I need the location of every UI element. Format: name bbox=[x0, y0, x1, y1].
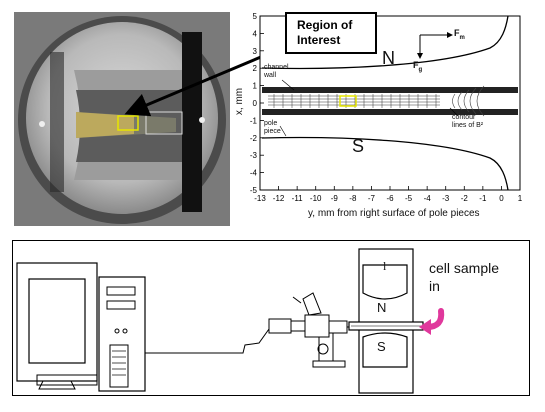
callout-line2: Interest bbox=[297, 33, 341, 47]
x-tick-label: -9 bbox=[331, 194, 339, 203]
pole-piece-top bbox=[261, 15, 509, 70]
x-tick-label: -12 bbox=[273, 194, 285, 203]
channel-wall-label: channel wall bbox=[264, 64, 289, 79]
x-tick-label: -6 bbox=[386, 194, 394, 203]
force-g-label: Fg bbox=[413, 60, 423, 73]
x-tick-label: -8 bbox=[349, 194, 357, 203]
microscope-photo bbox=[14, 12, 230, 226]
magnet-S-label: S bbox=[377, 339, 386, 354]
contour-label: contour lines of B² bbox=[452, 114, 484, 129]
y-tick-label: -2 bbox=[250, 134, 258, 143]
channel-wall-bottom bbox=[262, 109, 518, 115]
y-axis-label: x, mm bbox=[234, 87, 246, 116]
x-tick-label: -3 bbox=[442, 194, 450, 203]
magnet-top-label: l bbox=[383, 259, 387, 273]
callout-line1: Region of bbox=[297, 18, 353, 32]
region-of-interest-callout: Region of Interest bbox=[285, 12, 377, 54]
pole-N-label: N bbox=[382, 48, 395, 68]
x-tick-label: -5 bbox=[405, 194, 413, 203]
roi-box bbox=[339, 95, 357, 107]
x-tick-label: -13 bbox=[254, 194, 266, 203]
channel-crosslines bbox=[273, 94, 437, 108]
microscope bbox=[268, 292, 359, 368]
y-tick-label: 2 bbox=[253, 64, 258, 73]
x-tick-label: -1 bbox=[479, 194, 487, 203]
y-tick-label: -3 bbox=[250, 151, 258, 160]
cell-sample-label: cell sample in bbox=[429, 260, 500, 294]
x-tick-label: -11 bbox=[292, 194, 304, 203]
magnet-housing bbox=[348, 248, 424, 394]
contour-lines bbox=[452, 85, 485, 117]
computer-monitor bbox=[16, 262, 98, 390]
x-tick-label: -10 bbox=[310, 194, 322, 203]
x-tick-label: 1 bbox=[518, 194, 523, 203]
force-m-label: Fm bbox=[454, 28, 465, 41]
y-tick-label: 5 bbox=[253, 12, 258, 21]
x-tick-label: 0 bbox=[499, 194, 504, 203]
pole-piece-bottom bbox=[261, 136, 509, 191]
y-tick-label: -1 bbox=[250, 116, 258, 125]
y-tick-label: 3 bbox=[253, 47, 258, 56]
y-tick-label: -5 bbox=[250, 186, 258, 195]
computer-tower bbox=[36, 276, 146, 392]
x-tick-label: -7 bbox=[368, 194, 376, 203]
pole-piece-label: pole piece bbox=[264, 120, 281, 135]
y-tick-label: 0 bbox=[253, 99, 258, 108]
setup-diagram: l N S cell sample in bbox=[12, 240, 530, 396]
channel-wall-top bbox=[262, 87, 518, 93]
setup-illustration bbox=[16, 248, 445, 394]
pole-S-label: S bbox=[352, 136, 365, 156]
photo-illustration bbox=[14, 12, 230, 226]
y-tick-label: 1 bbox=[253, 82, 258, 91]
x-tick-label: -2 bbox=[461, 194, 469, 203]
y-tick-label: -4 bbox=[250, 169, 258, 178]
magnet-N-label: N bbox=[377, 300, 387, 315]
y-tick-label: 4 bbox=[253, 29, 258, 38]
x-axis-label: y, mm from right surface of pole pieces bbox=[308, 208, 480, 219]
x-tick-label: -4 bbox=[424, 194, 432, 203]
